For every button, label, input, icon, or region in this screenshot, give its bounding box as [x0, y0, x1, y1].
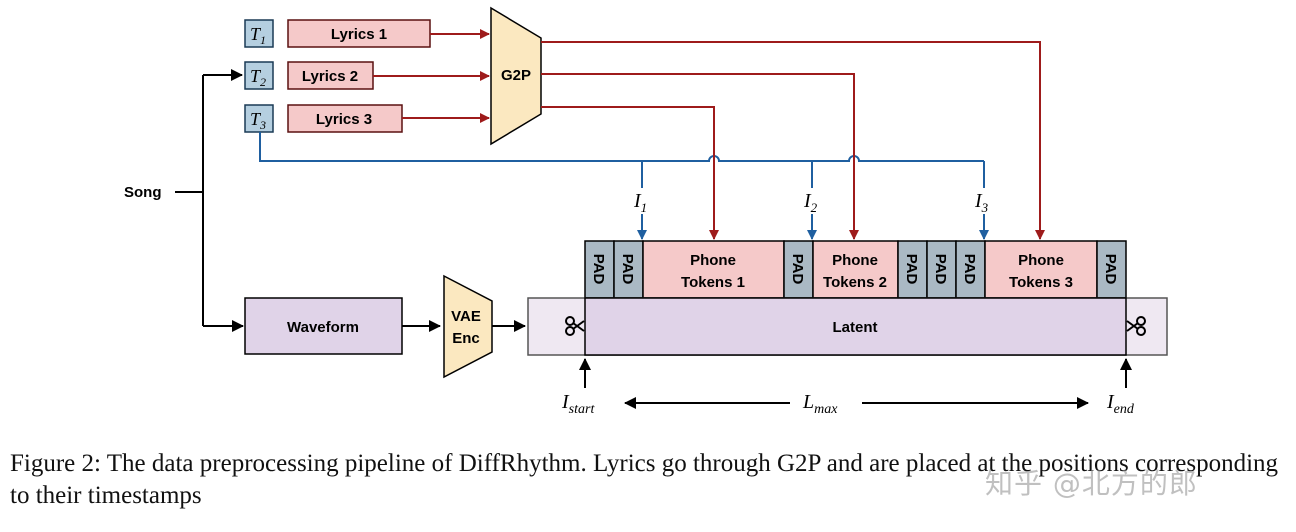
lyrics-3-box: Lyrics 3 — [287, 104, 403, 133]
waveform-box: Waveform — [244, 297, 403, 355]
latent-box: Latent — [527, 297, 1168, 356]
g2p-block: G2P — [490, 6, 542, 146]
figure-caption: Figure 2: The data preprocessing pipelin… — [10, 450, 1279, 509]
timestamp-t3: T3 — [244, 104, 274, 133]
svg-text:T1: T1 — [250, 24, 266, 47]
svg-text:VAE: VAE — [451, 308, 481, 325]
song-label: Song — [124, 184, 162, 201]
svg-text:Tokens 1: Tokens 1 — [681, 274, 745, 291]
timestamp-position-line — [259, 132, 984, 162]
phone-tokens-3-box: Phone Tokens 3 — [984, 240, 1098, 299]
svg-text:Waveform: Waveform — [287, 319, 359, 336]
svg-text:PAD: PAD — [789, 254, 806, 285]
pad-block-3: PAD — [783, 240, 814, 299]
svg-text:Lyrics 1: Lyrics 1 — [331, 26, 387, 43]
scissors-icon — [1126, 316, 1146, 336]
svg-text:PAD: PAD — [903, 254, 920, 285]
pad-block-4: PAD — [897, 240, 928, 299]
svg-text:T2: T2 — [250, 66, 266, 89]
svg-text:Phone: Phone — [690, 252, 736, 269]
g2p-to-tokens1-arrow — [541, 106, 719, 240]
i1-label: I1 — [633, 190, 647, 215]
svg-text:Tokens 3: Tokens 3 — [1009, 274, 1073, 291]
i-end-label: Iend — [1106, 391, 1135, 417]
lyrics-2-box: Lyrics 2 — [287, 61, 374, 90]
pad-block-2: PAD — [613, 240, 644, 299]
i3-label: I3 — [974, 190, 989, 215]
g2p-to-tokens2-arrow — [541, 73, 859, 240]
song-split-line — [175, 75, 204, 326]
lmax-label: Lmax — [802, 391, 838, 417]
phone-tokens-1-box: Phone Tokens 1 — [642, 240, 785, 299]
timestamp-t2: T2 — [244, 61, 274, 90]
pad-block-5: PAD — [926, 240, 957, 299]
svg-text:Lyrics 3: Lyrics 3 — [316, 111, 372, 128]
scissors-icon — [565, 316, 585, 336]
svg-text:PAD: PAD — [932, 254, 949, 285]
g2p-to-tokens3-arrow — [541, 41, 1045, 240]
svg-text:Tokens 2: Tokens 2 — [823, 274, 887, 291]
pad-block-6: PAD — [955, 240, 986, 299]
vae-encoder-block: VAE Enc — [443, 274, 493, 379]
svg-text:PAD: PAD — [619, 254, 636, 285]
svg-text:Latent: Latent — [833, 319, 878, 336]
svg-text:Lyrics 2: Lyrics 2 — [302, 68, 358, 85]
svg-text:Phone: Phone — [1018, 252, 1064, 269]
watermark: 知乎 @北方的郎 — [985, 467, 1198, 500]
svg-text:PAD: PAD — [1102, 254, 1119, 285]
svg-text:Phone: Phone — [832, 252, 878, 269]
svg-text:T3: T3 — [250, 109, 266, 132]
lyrics-1-box: Lyrics 1 — [287, 19, 431, 48]
svg-text:G2P: G2P — [501, 67, 531, 84]
i2-label: I2 — [803, 190, 818, 215]
svg-text:PAD: PAD — [590, 254, 607, 285]
pad-block-7: PAD — [1096, 240, 1127, 299]
svg-text:Enc: Enc — [452, 330, 480, 347]
i-start-label: Istart — [561, 391, 595, 417]
phone-tokens-2-box: Phone Tokens 2 — [812, 240, 899, 299]
pad-block-1: PAD — [584, 240, 615, 299]
svg-text:PAD: PAD — [961, 254, 978, 285]
timestamp-t1: T1 — [244, 19, 274, 48]
